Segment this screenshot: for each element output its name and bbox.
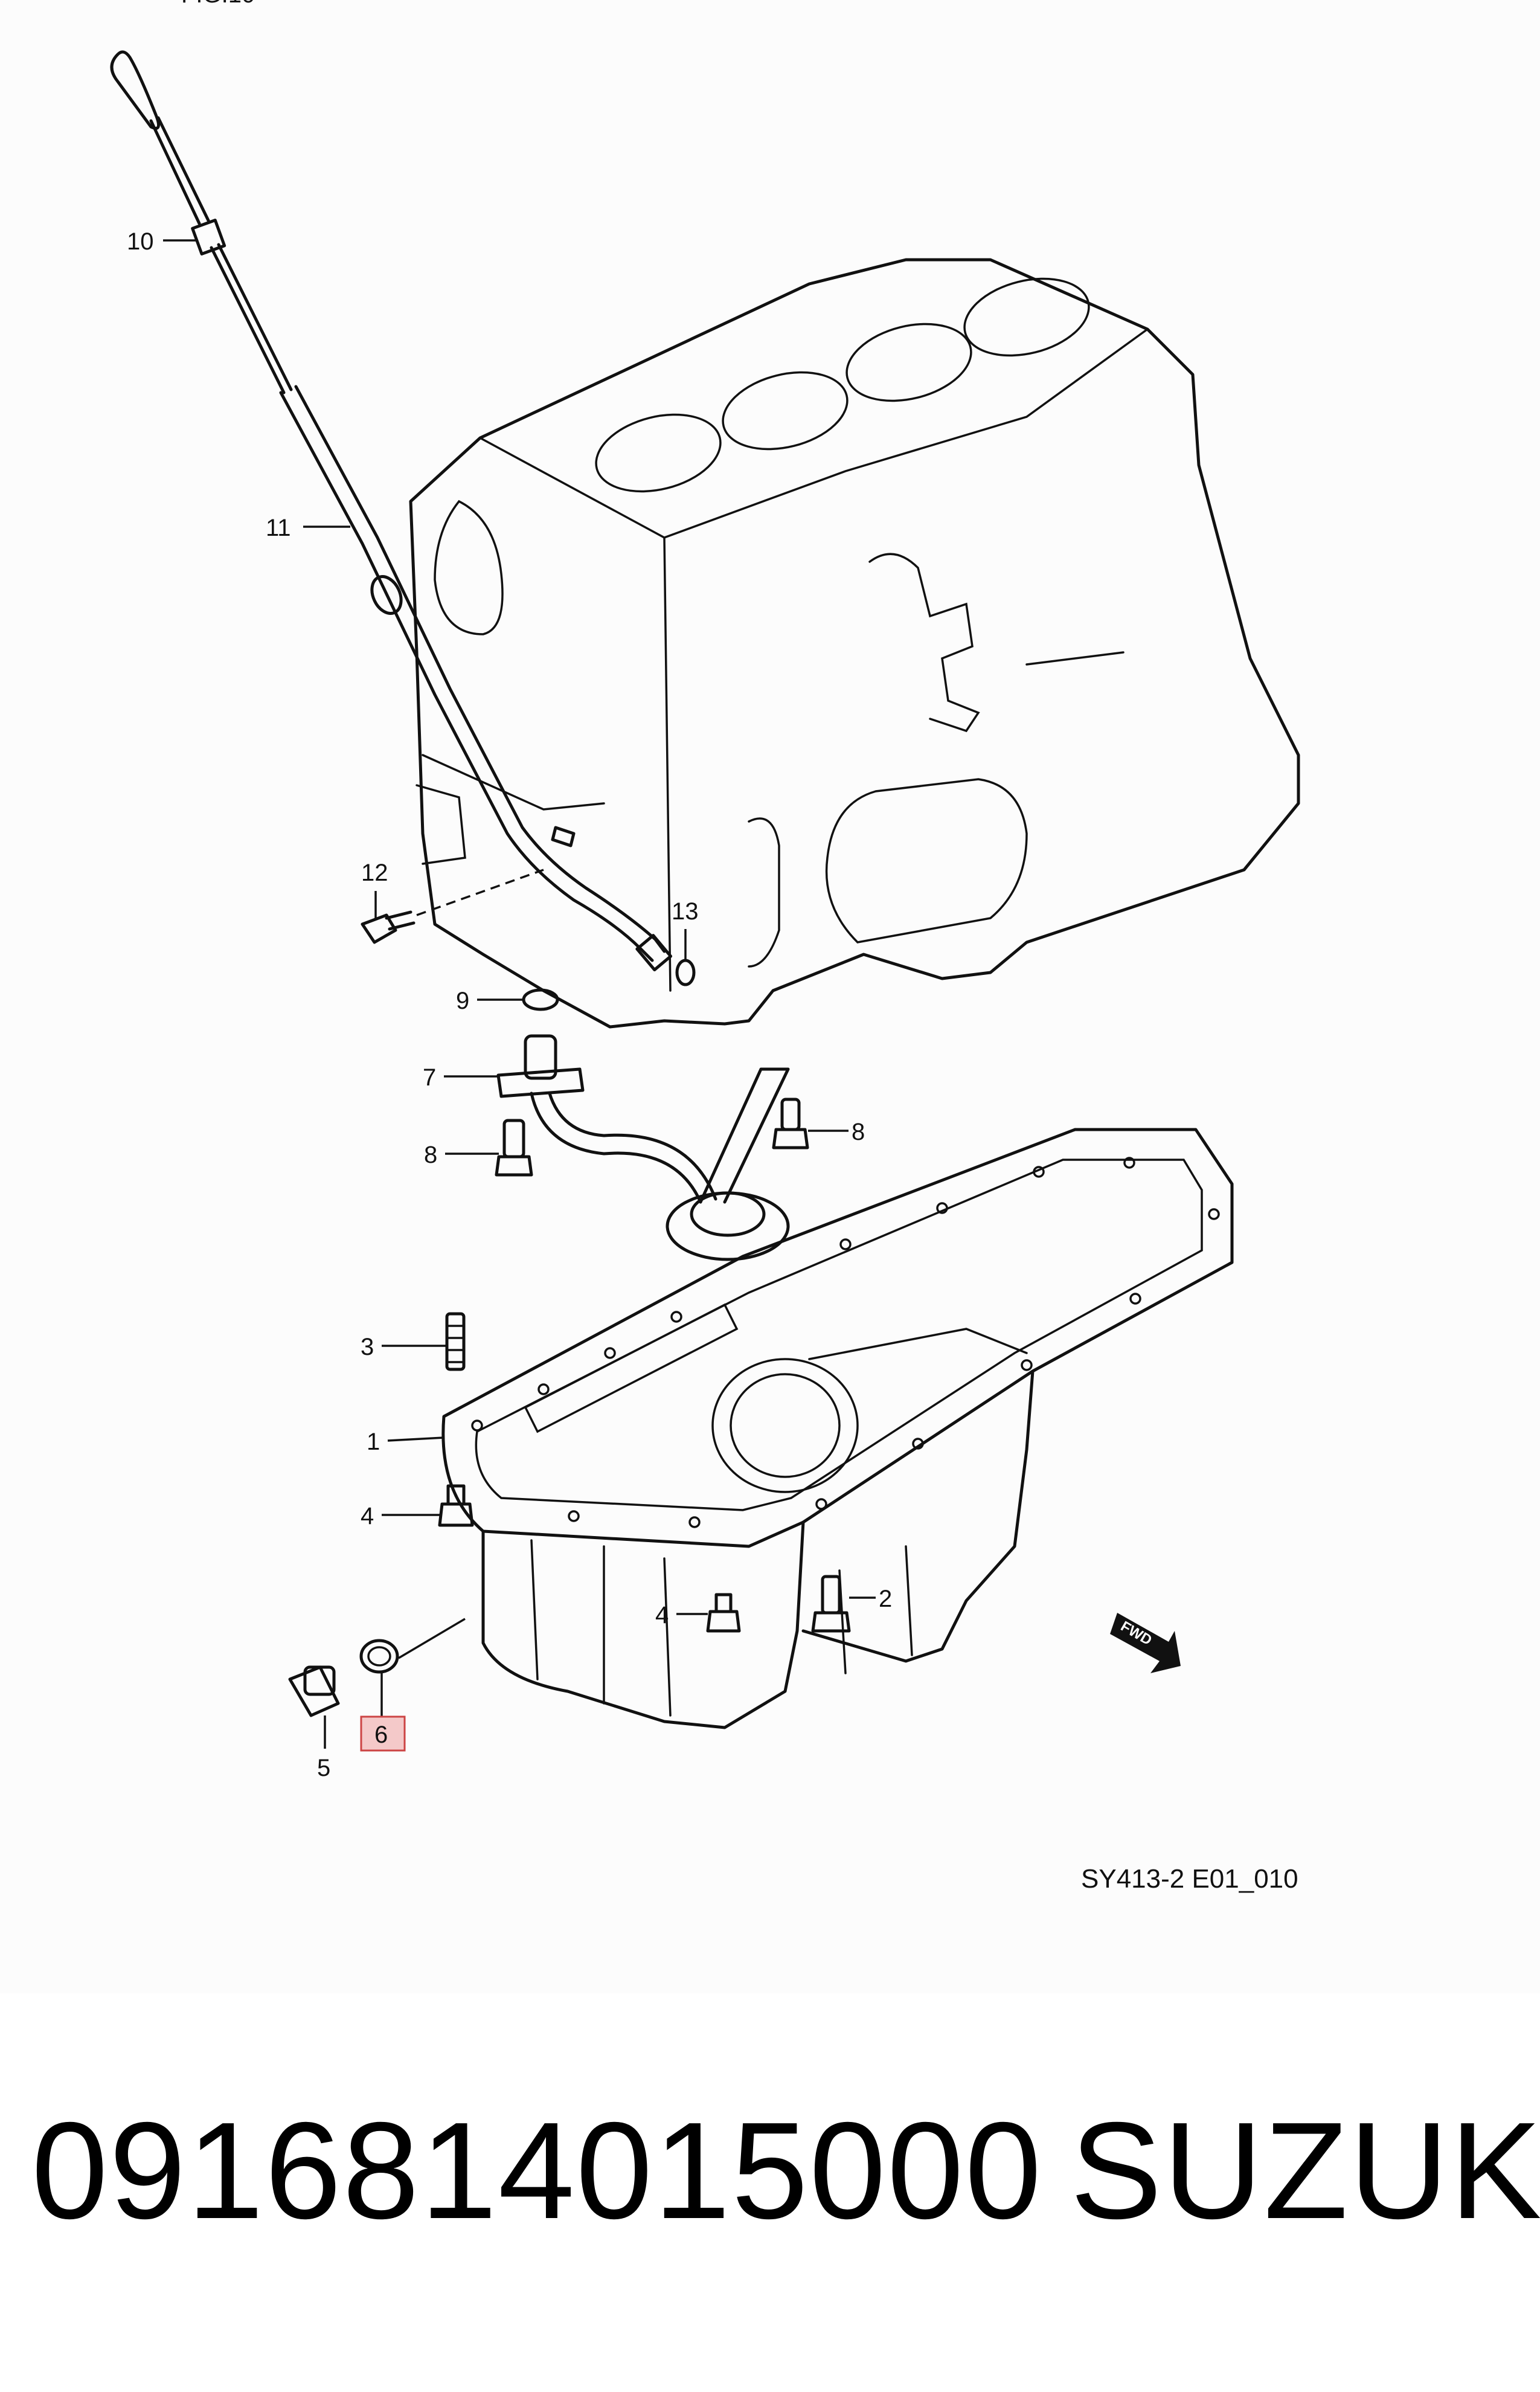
- drain-plug-gasket-6: [359, 1618, 466, 1674]
- oil-level-dipstick: [110, 50, 293, 394]
- svg-text:4: 4: [655, 1602, 669, 1628]
- callout-5: 5: [317, 1715, 330, 1781]
- callout-10: 10: [127, 228, 196, 255]
- callout-6-highlighted: 6: [360, 1673, 406, 1752]
- forward-direction-indicator: FWD: [1110, 1613, 1181, 1673]
- svg-text:8: 8: [424, 1142, 437, 1168]
- svg-text:3: 3: [361, 1334, 374, 1360]
- bolt-8-left: [495, 1119, 533, 1177]
- bolt-12: [361, 869, 544, 944]
- callout-1: 1: [367, 1429, 444, 1455]
- svg-text:8: 8: [852, 1119, 865, 1145]
- dipstick-guide-tube: [279, 385, 673, 972]
- oil-strainer-pipe: [496, 1034, 790, 1261]
- callout-2: 2: [849, 1586, 892, 1612]
- svg-text:10: 10: [127, 228, 154, 255]
- exploded-parts-diagram: FIG.10: [110, 0, 1300, 1894]
- callout-13: 13: [672, 898, 699, 960]
- bolt-2: [811, 1575, 851, 1633]
- footer: [0, 1993, 1540, 2392]
- callout-7: 7: [423, 1064, 498, 1091]
- stud-bolt-3: [445, 1312, 466, 1371]
- callout-8-right: 8: [808, 1119, 865, 1145]
- svg-text:4: 4: [361, 1503, 374, 1529]
- callout-11: 11: [266, 515, 350, 541]
- callout-8-left: 8: [424, 1142, 499, 1168]
- svg-text:5: 5: [317, 1755, 330, 1781]
- svg-text:1: 1: [367, 1429, 380, 1455]
- oil-pan: [441, 1128, 1234, 1729]
- nut-4-left: [438, 1484, 474, 1527]
- drain-plug-5: [288, 1665, 340, 1717]
- svg-text:12: 12: [361, 860, 388, 886]
- callout-3: 3: [361, 1334, 447, 1360]
- svg-text:7: 7: [423, 1064, 436, 1091]
- callout-4-right: 4: [655, 1602, 708, 1628]
- parts-diagram-panel: FIG.10: [110, 0, 1300, 1894]
- callout-9: 9: [456, 988, 522, 1014]
- bolt-8-right: [772, 1098, 809, 1149]
- gasket-13: [675, 959, 696, 986]
- part-number-text: 0916814015000: [31, 2094, 1043, 2248]
- figure-header-text: FIG.10: [181, 0, 255, 8]
- brand-name-text: SUZUKI: [1070, 2094, 1540, 2248]
- callout-12: 12: [361, 860, 388, 918]
- svg-text:6: 6: [374, 1722, 388, 1748]
- pan-flange-holes: [471, 1157, 1220, 1528]
- diagram-reference-code: SY413-2 E01_010: [1081, 1864, 1298, 1894]
- svg-text:9: 9: [456, 988, 469, 1014]
- svg-text:11: 11: [266, 515, 291, 541]
- svg-text:2: 2: [879, 1586, 892, 1612]
- svg-text:13: 13: [672, 898, 699, 925]
- nut-4-right: [706, 1593, 741, 1633]
- callout-4-left: 4: [361, 1503, 440, 1529]
- engine-block: [409, 258, 1300, 1029]
- gasket-9: [522, 988, 559, 1011]
